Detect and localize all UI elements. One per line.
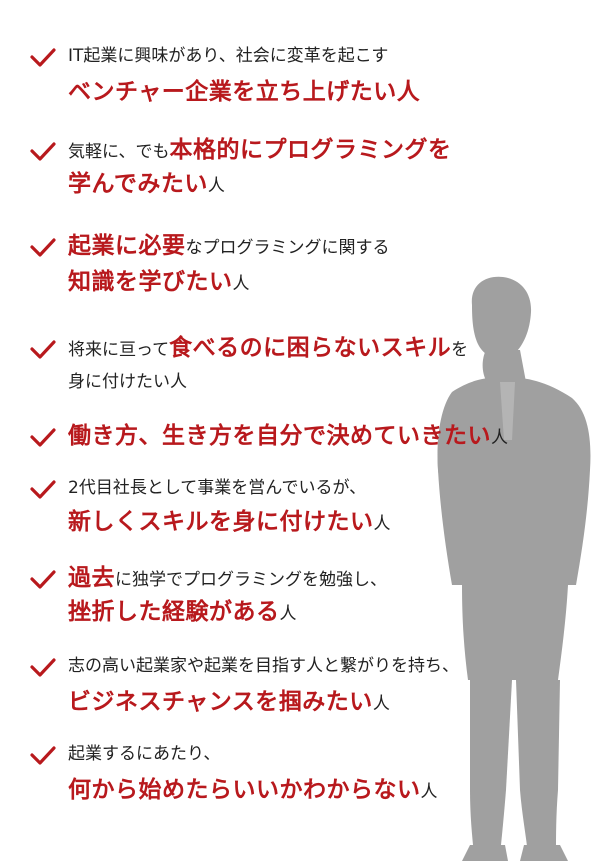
check-icon bbox=[30, 570, 56, 589]
check-icon bbox=[30, 480, 56, 499]
check-icon bbox=[30, 48, 56, 67]
check-icon bbox=[30, 142, 56, 161]
list-item-line: IT起業に興味があり、社会に変革を起こす bbox=[68, 46, 389, 66]
list-item-line: ビジネスチャンスを掴みたい人 bbox=[68, 689, 390, 715]
list-item-line: ベンチャー企業を立ち上げたい人 bbox=[68, 79, 421, 105]
list-item-line: 2代目社長として事業を営んでいるが、 bbox=[68, 478, 367, 498]
list-item-line: 新しくスキルを身に付けたい人 bbox=[68, 509, 391, 535]
list-item-line: 学んでみたい人 bbox=[68, 171, 225, 197]
list-item-line: 働き方、生き方を自分で決めていきたい人 bbox=[68, 423, 508, 449]
check-icon bbox=[30, 658, 56, 677]
list-item-line: 起業に必要なプログラミングに関する bbox=[68, 233, 390, 259]
check-icon bbox=[30, 340, 56, 359]
list-item-line: 知識を学びたい人 bbox=[68, 269, 250, 295]
list-item-line: 過去に独学でプログラミングを勉強し、 bbox=[68, 565, 387, 591]
check-icon bbox=[30, 746, 56, 765]
list-item-line: 気軽に、でも本格的にプログラミングを bbox=[68, 137, 452, 163]
check-icon bbox=[30, 238, 56, 257]
list-item-line: 挫折した経験がある人 bbox=[68, 599, 297, 625]
list-item-line: 身に付けたい人 bbox=[68, 372, 187, 392]
list-item-line: 将来に亘って食べるのに困らないスキルを bbox=[68, 335, 469, 361]
list-item-line: 志の高い起業家や起業を目指す人と繋がりを持ち、 bbox=[68, 656, 459, 676]
check-icon bbox=[30, 428, 56, 447]
list-item-line: 起業するにあたり、 bbox=[68, 744, 221, 764]
list-item-line: 何から始めたらいいかわからない人 bbox=[68, 777, 438, 803]
